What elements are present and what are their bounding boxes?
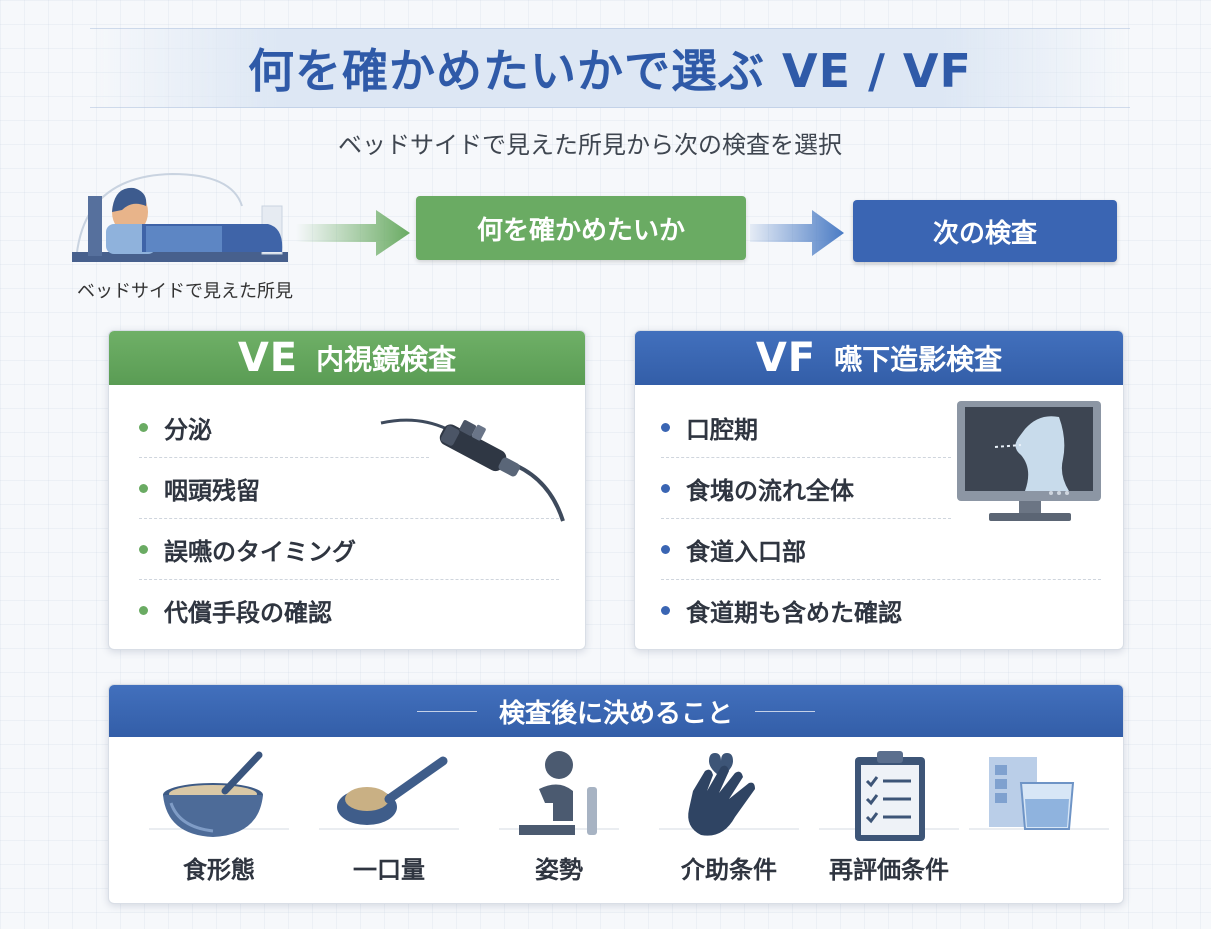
decide-label: 姿勢 [535, 855, 583, 884]
title-band [90, 28, 1130, 108]
xray-monitor-icon [957, 401, 1101, 521]
bullet-icon [139, 483, 148, 493]
decide-label: 食形態 [183, 855, 255, 884]
decide-label: 再評価条件 [829, 855, 949, 884]
vf-abbr: VF [755, 335, 817, 381]
page-title: 何を確かめたいかで選ぶ VE / VF [248, 44, 972, 98]
list-item: 分泌 [139, 397, 429, 458]
vf-card-header: VF 嚥下造影検査 [635, 331, 1123, 385]
vf-item-list: 口腔期 食塊の流れ全体 食道入口部 食道期も含めた確認 [661, 397, 1101, 641]
list-item: 食塊の流れ全体 [661, 458, 951, 519]
vf-card: VF 嚥下造影検査 口腔期 食塊の流れ全体 食道入口部 食道期も含めた確認 [634, 330, 1124, 650]
ve-item-list: 分泌 咽頭残留 誤嚥のタイミング 代償手段の確認 [139, 397, 559, 641]
decide-header: 検査後に決めること [109, 685, 1123, 737]
list-item: 食道期も含めた確認 [661, 580, 1101, 641]
seated-person-icon [499, 751, 619, 835]
decide-heading: 検査後に決めること [498, 698, 733, 729]
spoon-icon [319, 756, 459, 830]
decide-item-posture: 姿勢 [479, 737, 639, 903]
decide-item-cup [959, 737, 1119, 903]
page-subtitle: ベッドサイドで見えた所見から次の検査を選択 [338, 130, 842, 159]
decide-item-reevaluation: 再評価条件 [809, 737, 969, 903]
cup-icon [969, 757, 1109, 830]
what-to-confirm-box: 何を確かめたいか [416, 196, 746, 260]
vf-name: 嚥下造影検査 [834, 343, 1003, 376]
bedside-findings-label: ベッドサイドで見えた所見 [77, 281, 293, 302]
bullet-icon [139, 606, 148, 615]
bullet-icon [661, 422, 670, 432]
decide-item-assist: 介助条件 [649, 737, 809, 903]
bullet-icon [661, 606, 670, 615]
ve-card-header: VE 内視鏡検査 [109, 331, 585, 385]
bullet-icon [139, 422, 148, 432]
decide-label: 一口量 [353, 855, 425, 884]
arrow-right-icon [296, 210, 410, 256]
list-item: 咽頭残留 [139, 458, 559, 519]
bullet-icon [661, 483, 670, 493]
decide-panel: 検査後に決めること 食形態 一口量 [108, 684, 1124, 904]
arrow-right-icon [750, 210, 844, 256]
header-rule [416, 710, 477, 712]
decide-item-food-form: 食形態 [139, 737, 299, 903]
bullet-icon [139, 544, 148, 554]
clipboard-icon [819, 751, 959, 841]
ve-card: VE 内視鏡検査 分泌 咽頭残留 誤嚥のタイミング 代償手段の確認 [108, 330, 586, 650]
bedside-patient-icon [72, 172, 288, 263]
hand-icon [659, 753, 799, 836]
list-item: 食道入口部 [661, 519, 1101, 580]
next-exam-box: 次の検査 [853, 200, 1117, 262]
endoscope-icon [380, 418, 565, 522]
ve-abbr: VE [237, 335, 299, 381]
decide-items: 食形態 一口量 姿勢 [109, 737, 1123, 903]
list-item: 誤嚥のタイミング [139, 519, 559, 580]
list-item: 口腔期 [661, 397, 951, 458]
ve-name: 内視鏡検査 [316, 343, 457, 376]
list-item: 代償手段の確認 [139, 580, 559, 641]
decide-item-bite-size: 一口量 [309, 737, 469, 903]
header-rule [755, 710, 815, 712]
bowl-icon [149, 751, 289, 837]
bullet-icon [661, 544, 670, 554]
decide-label [959, 847, 1119, 887]
decide-label: 介助条件 [681, 855, 777, 884]
